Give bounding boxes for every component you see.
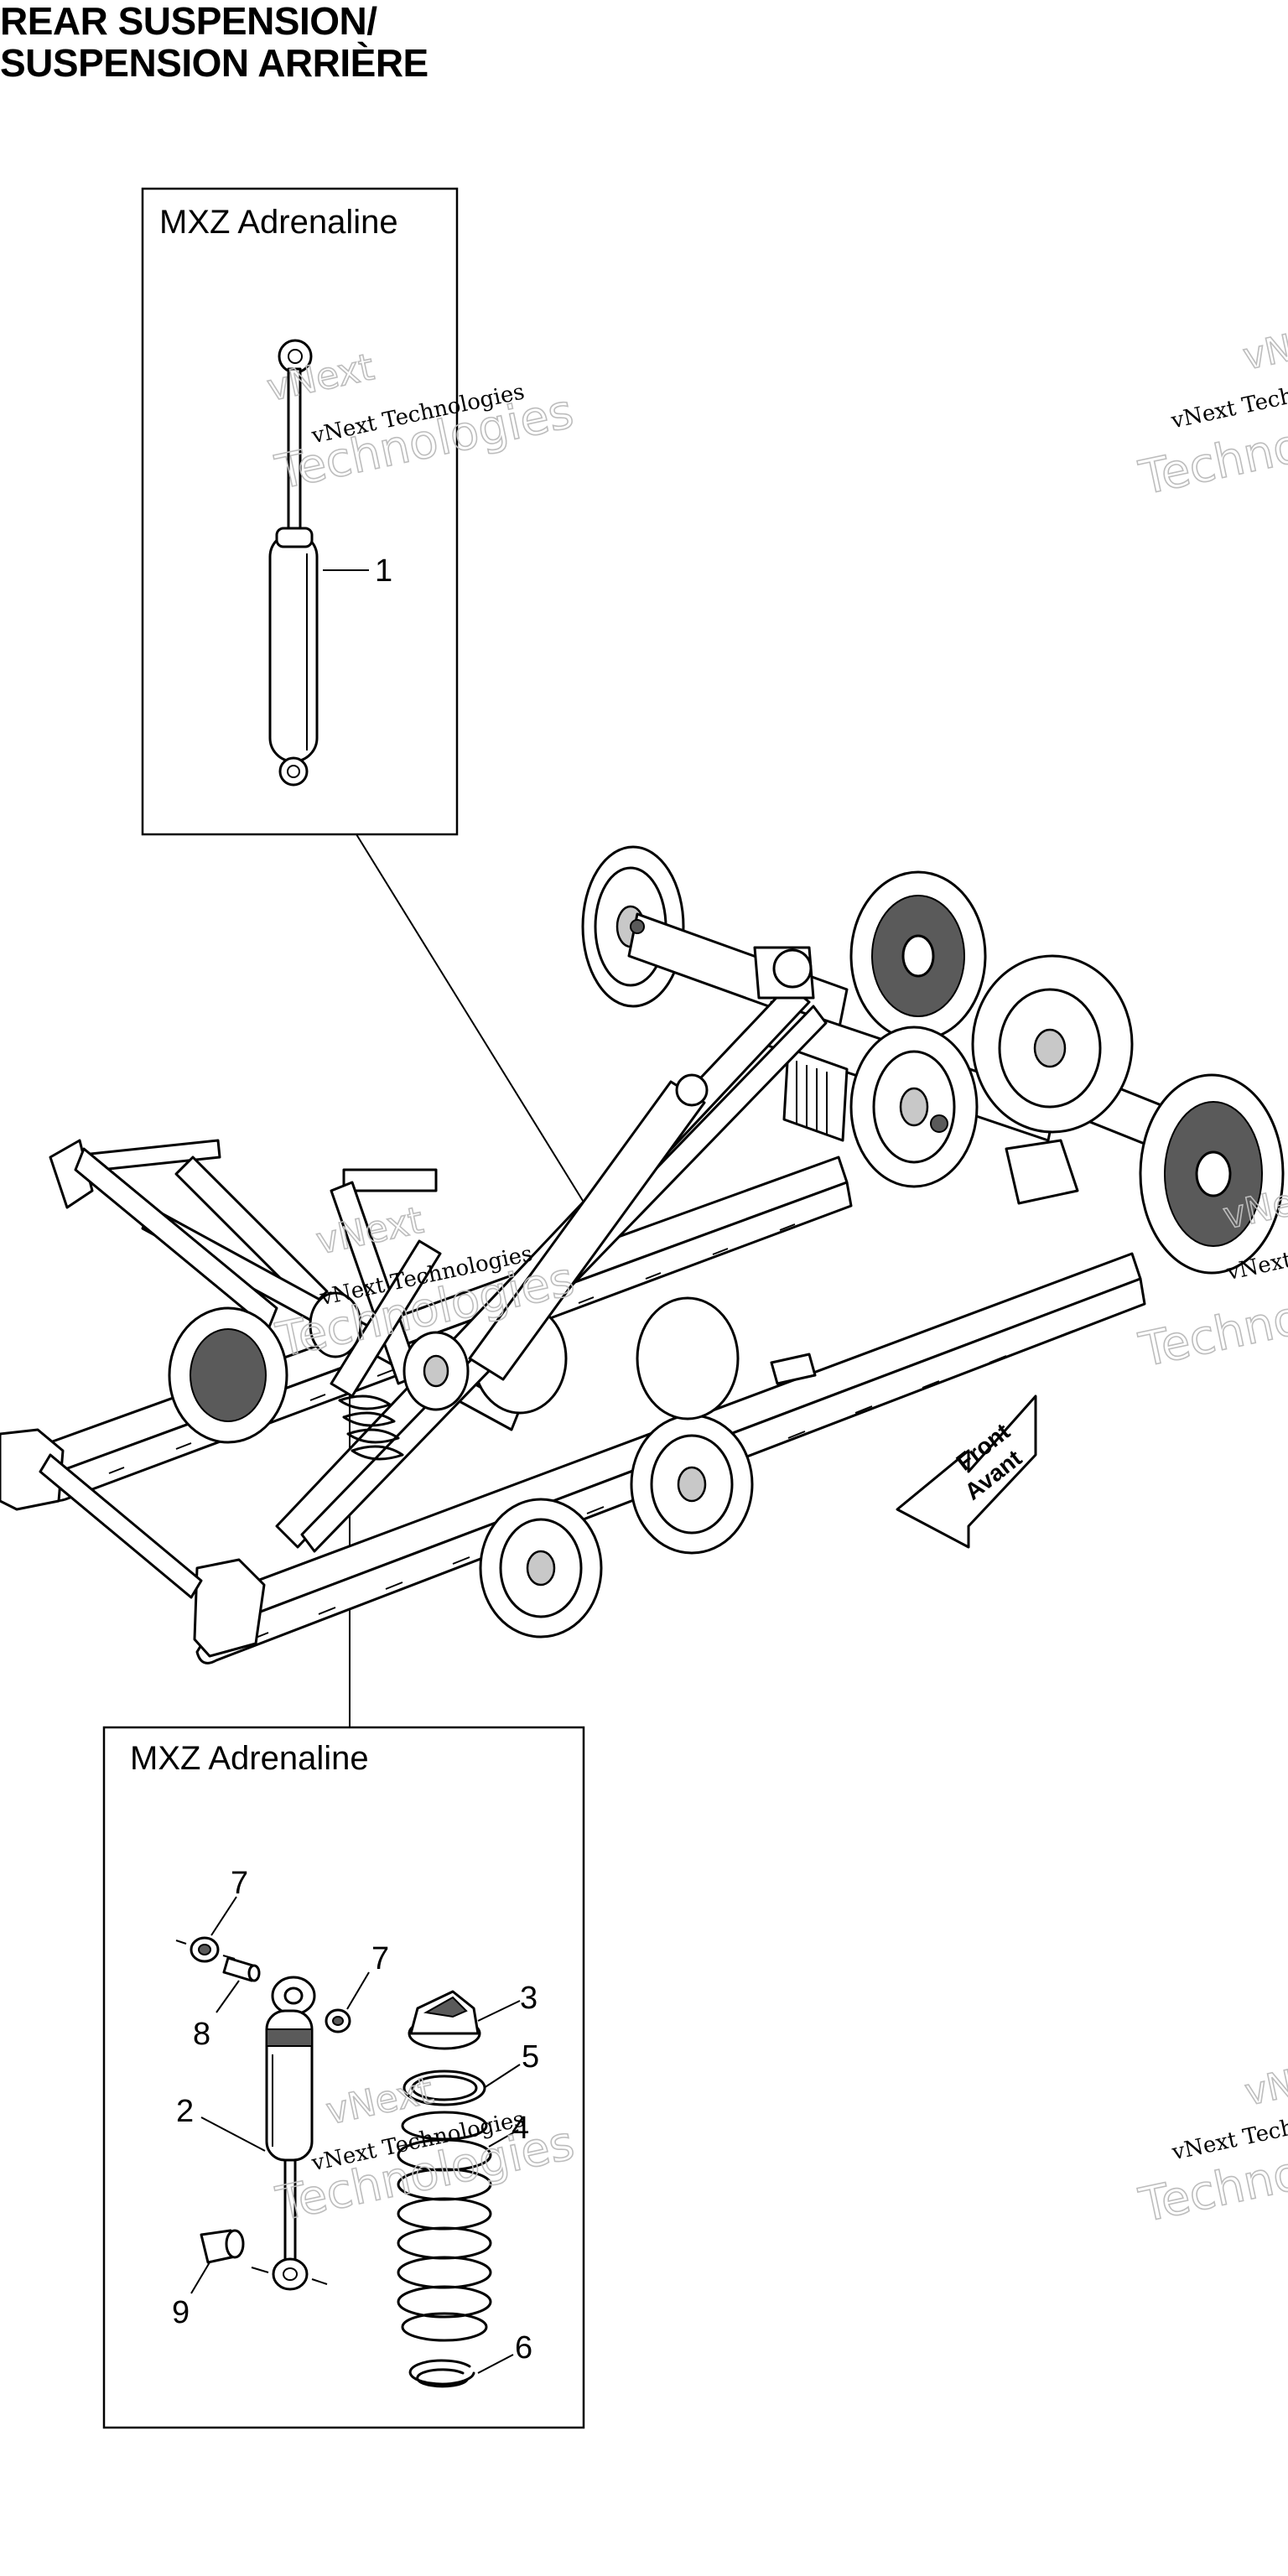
callout-3: 3 (520, 1981, 538, 2016)
rail-tip-left (0, 1428, 65, 1511)
callout-2: 2 (176, 2094, 194, 2129)
coupler-block (1005, 1139, 1079, 1205)
front-direction-arrow: Front Avant (896, 1394, 1037, 1549)
callout-9: 9 (172, 2295, 190, 2330)
watermark-top-right: vNext Technologies vNext Technologies (1134, 314, 1288, 506)
washer-part-5 (402, 2070, 486, 2106)
retaining-ring-part-6 (408, 2359, 475, 2388)
shock-absorber-part-2 (251, 1976, 328, 2291)
callout-6: 6 (515, 2330, 532, 2366)
title-line-english: REAR SUSPENSION/ (0, 0, 377, 43)
callout-8: 8 (193, 2017, 210, 2052)
rear-suspension-assembly (0, 845, 1285, 1665)
bushing-part-9 (200, 2229, 245, 2264)
rear-shock-mounted (468, 1073, 709, 1381)
spring-cup-part-3 (408, 1990, 481, 2050)
callout-5: 5 (522, 2039, 539, 2075)
bushing-part-7b (325, 2008, 351, 2033)
callout-4: 4 (512, 2111, 529, 2146)
callout-1: 1 (375, 553, 392, 589)
watermark-bottom-right: vNext Technologies vNext Technologies (1134, 2049, 1288, 2234)
svg-text:Technologies: Technologies (1135, 1262, 1288, 1379)
svg-text:vNext: vNext (323, 2069, 437, 2133)
inset-box-bottom: MXZ Adrenaline 7 8 (102, 1726, 585, 2429)
watermark-top-inset: vNext Technologies vNext Technologies (262, 345, 579, 501)
rail-tip-right (193, 1558, 266, 1658)
inset-label-top: MXZ Adrenaline (159, 204, 398, 241)
inset-label-bottom: MXZ Adrenaline (130, 1740, 369, 1777)
callout-7-left: 7 (231, 1866, 248, 1901)
front-lower-wheels (168, 1291, 754, 1639)
bushing-part-7a (175, 1936, 236, 1963)
rear-idler-wheels (849, 954, 1285, 1275)
svg-text:vNext: vNext (1241, 2050, 1288, 2115)
leader-line-top-inset (356, 834, 588, 1208)
callout-7-right: 7 (371, 1941, 389, 1976)
watermark-bottom-inset: vNext Technologies vNext Technologies (271, 2069, 579, 2233)
title-line-french: SUSPENSION ARRIÈRE (0, 41, 428, 85)
inset-box-top: MXZ Adrenaline 1 (141, 187, 459, 836)
coil-spring-part-4 (397, 2111, 492, 2342)
page-title: REAR SUSPENSION/ SUSPENSION ARRIÈRE (0, 0, 587, 84)
svg-text:vNext: vNext (1239, 314, 1288, 379)
shock-absorber-part-1 (268, 339, 319, 787)
center-shock-spring (330, 1239, 470, 1461)
sleeve-part-8 (222, 1956, 261, 1982)
